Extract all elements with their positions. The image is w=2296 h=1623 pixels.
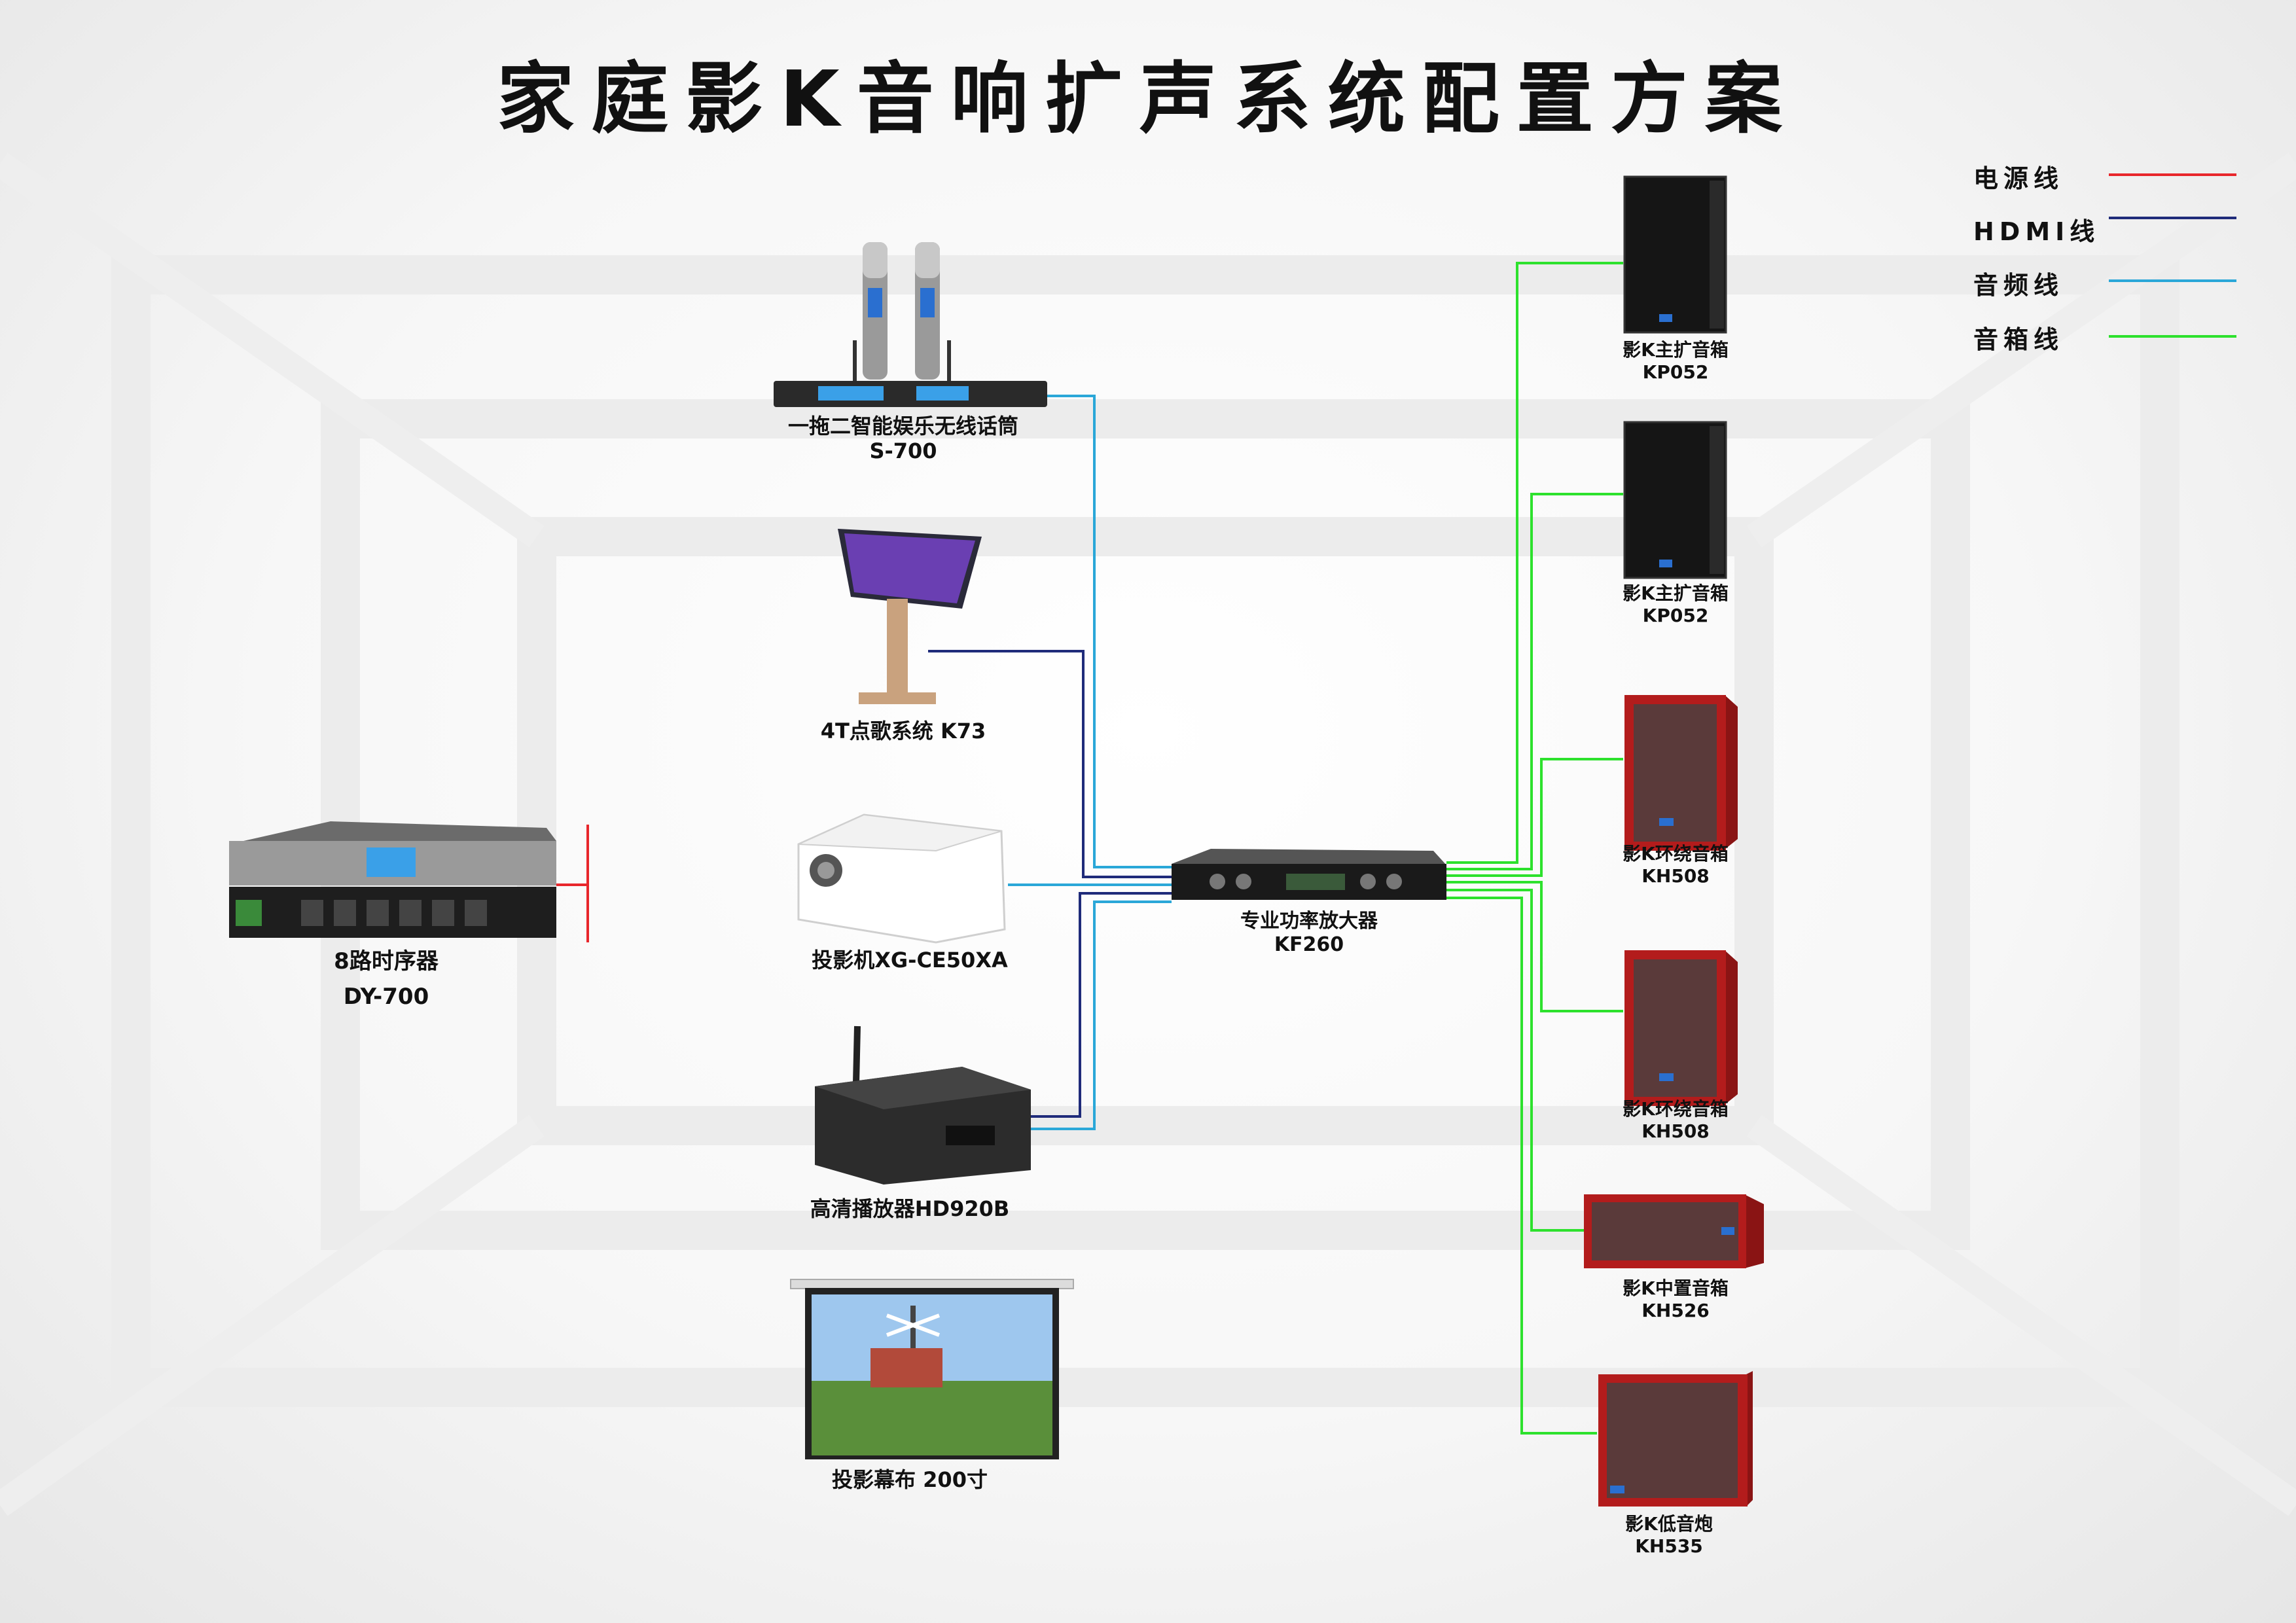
spk2-label: 影K主扩音箱 KP052 [1577,582,1774,626]
spk5-name: 影K中置音箱 [1623,1277,1729,1299]
projection-screen-icon [790,1279,1074,1459]
screen-name: 投影幕布 200寸 [832,1467,988,1492]
spk6-name: 影K低音炮 [1625,1513,1713,1535]
legend-label-hdmi: HDMI线 [1973,217,2100,246]
spk3-name: 影K环绕音箱 [1623,843,1729,865]
karaoke-label: 4T点歌系统 K73 [772,719,1034,743]
speaker-kp052-1-icon [1623,175,1727,334]
sequencer-model: DY-700 [343,984,429,1010]
projector-name: 投影机XG-CE50XA [812,948,1008,972]
player-label: 高清播放器HD920B [772,1196,1047,1221]
legend-label-audio: 音频线 [1973,271,2064,300]
speaker-kh526-icon [1584,1194,1764,1268]
spk1-model: KP052 [1642,361,1709,383]
spk5-model: KH526 [1641,1299,1710,1321]
speaker-kp052-2-icon [1623,421,1727,579]
legend-line-power [2109,173,2236,176]
power-sequencer-icon [229,821,556,938]
legend-label-power: 电源线 [1973,164,2064,193]
screen-label: 投影幕布 200寸 [772,1467,1047,1492]
audio-cables [1008,395,1172,1130]
spk4-name: 影K环绕音箱 [1623,1098,1729,1120]
spk3-label: 影K环绕音箱 KH508 [1577,843,1774,887]
amplifier-name: 专业功率放大器 [1240,910,1378,933]
spk3-model: KH508 [1641,865,1710,887]
spk1-name: 影K主扩音箱 [1623,339,1729,361]
legend-line-speaker [2109,335,2236,338]
projector-icon [797,813,1006,944]
power-cables [556,825,589,942]
spk6-model: KH535 [1635,1535,1703,1557]
mic-name: 一拖二智能娱乐无线话筒 [787,414,1018,438]
sequencer-label: 8路时序器 DY-700 [255,944,517,1015]
spk2-name: 影K主扩音箱 [1623,582,1729,604]
sequencer-name: 8路时序器 [334,948,439,974]
page-title: 家庭影K音响扩声系统配置方案 [497,54,1799,144]
subwoofer-kh535-icon [1598,1371,1753,1507]
media-player-icon [815,1026,1031,1185]
karaoke-name: 4T点歌系统 K73 [820,719,986,743]
spk5-label: 影K中置音箱 KH526 [1577,1277,1774,1321]
amplifier-model: KF260 [1274,933,1344,956]
speaker-kh508-2-icon [1624,950,1738,1106]
legend-line-audio [2109,279,2236,282]
projector-label: 投影机XG-CE50XA [772,948,1047,972]
amplifier-icon [1172,849,1446,900]
spk4-model: KH508 [1641,1120,1710,1142]
legend-line-hdmi [2109,217,2236,219]
amplifier-label: 专业功率放大器 KF260 [1178,910,1440,957]
mic-receiver-icon [774,242,1047,407]
mic-model: S-700 [869,438,937,464]
spk1-label: 影K主扩音箱 KP052 [1577,339,1774,383]
mic-label: 一拖二智能娱乐无线话筒 S-700 [746,414,1060,464]
spk2-model: KP052 [1642,604,1709,626]
speaker-cables [1446,262,1623,1435]
hdmi-cables [928,650,1172,1118]
spk6-label: 影K低音炮 KH535 [1571,1513,1767,1557]
spk4-label: 影K环绕音箱 KH508 [1577,1098,1774,1142]
karaoke-kiosk-icon [838,529,982,704]
legend-label-speaker: 音箱线 [1973,325,2064,354]
player-name: 高清播放器HD920B [810,1196,1010,1221]
speaker-kh508-1-icon [1624,695,1738,851]
